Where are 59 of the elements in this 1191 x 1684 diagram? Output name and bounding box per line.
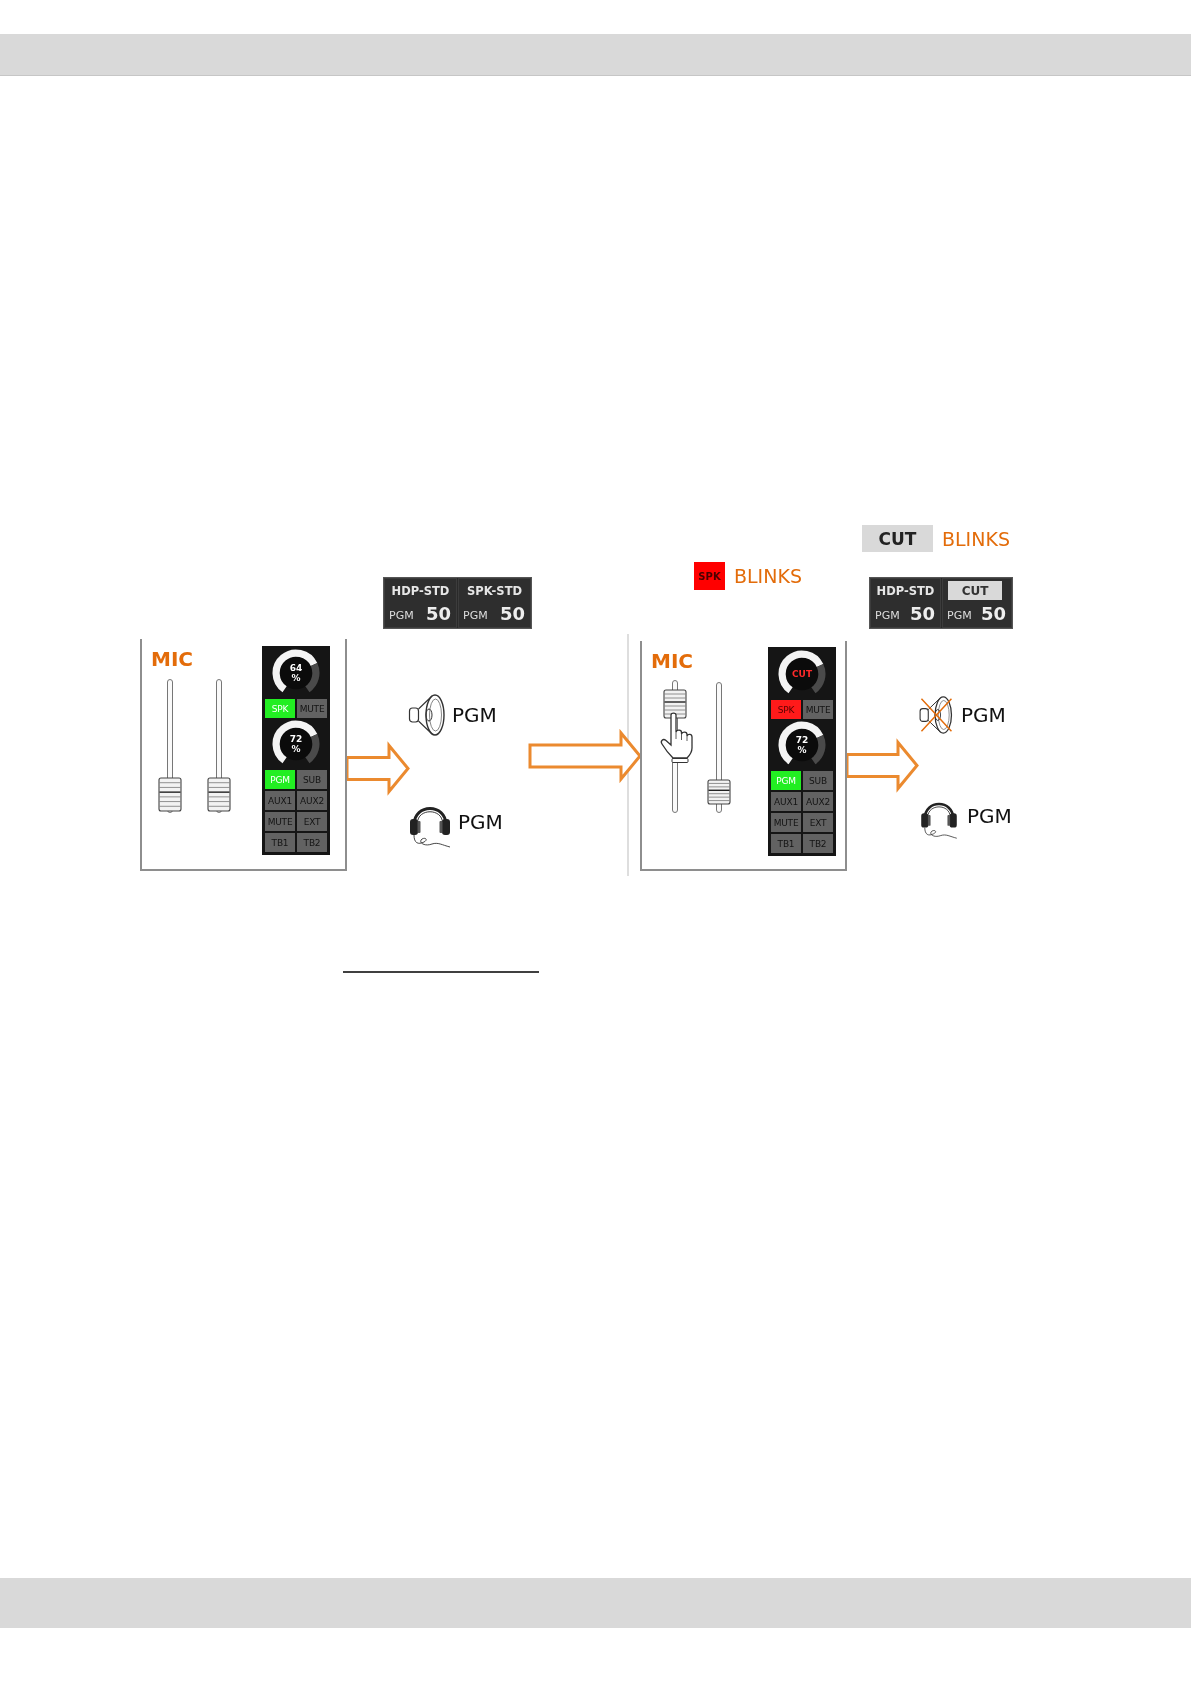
bus-label: PGM xyxy=(389,609,414,622)
status-indicator: SPK xyxy=(694,562,725,590)
channel-name: HDP-STD xyxy=(875,584,936,598)
mic-panel xyxy=(640,641,847,871)
toggle-button: AUX1 xyxy=(771,792,801,811)
output-label: PGM xyxy=(458,810,503,834)
bus-label: PGM xyxy=(875,609,900,622)
bus-label: PGM xyxy=(947,609,972,622)
knob-value: 72 % xyxy=(795,735,809,755)
block-arrow xyxy=(845,738,919,793)
display-cell xyxy=(458,578,531,628)
toggle-button: AUX1 xyxy=(265,791,295,810)
toggle-button: TB1 xyxy=(265,833,295,852)
toggle-button: EXT xyxy=(297,812,327,831)
output-label: PGM xyxy=(961,703,1006,727)
toggle-button: AUX2 xyxy=(803,792,833,811)
toggle-button: AUX2 xyxy=(297,791,327,810)
channel-strip xyxy=(768,647,836,856)
level-value: 50 xyxy=(425,604,451,624)
level-display xyxy=(869,577,1013,629)
panel-title: MIC xyxy=(651,649,694,673)
toggle-button: EXT xyxy=(803,813,833,832)
toggle-button: PGM xyxy=(265,770,295,789)
level-value: 50 xyxy=(980,604,1006,624)
toggle-button: TB2 xyxy=(803,834,833,853)
toggle-button: MUTE xyxy=(265,812,295,831)
knob-value: CUT xyxy=(791,669,813,679)
channel-strip xyxy=(262,646,330,855)
display-cell xyxy=(870,578,941,628)
toggle-button: TB2 xyxy=(297,833,327,852)
toggle-button: TB1 xyxy=(771,834,801,853)
knob-value: 72 % xyxy=(289,734,303,754)
toggle-button: MUTE xyxy=(297,699,327,718)
panel-title: MIC xyxy=(151,647,194,671)
level-value: 50 xyxy=(909,604,935,624)
block-arrow xyxy=(528,728,642,784)
status-note: BLINKS xyxy=(942,526,1010,551)
mic-panel xyxy=(140,639,347,871)
channel-name: HDP-STD xyxy=(390,584,451,598)
output-label: PGM xyxy=(452,703,497,727)
toggle-button: MUTE xyxy=(803,700,833,719)
status-indicator: CUT xyxy=(862,525,933,552)
toggle-button: SUB xyxy=(803,771,833,790)
display-cell xyxy=(942,578,1012,628)
toggle-button: PGM xyxy=(771,771,801,790)
toggle-button: SUB xyxy=(297,770,327,789)
toggle-button: SPK xyxy=(771,700,801,719)
level-value: 50 xyxy=(499,604,525,624)
level-display xyxy=(383,577,532,629)
toggle-button: SPK xyxy=(265,699,295,718)
output-label: PGM xyxy=(967,804,1012,828)
bus-label: PGM xyxy=(463,609,488,622)
knob-value: 64 % xyxy=(289,663,303,683)
display-cell xyxy=(384,578,457,628)
status-note: BLINKS xyxy=(734,564,802,588)
channel-name: SPK-STD xyxy=(465,584,524,598)
toggle-button: MUTE xyxy=(771,813,801,832)
block-arrow xyxy=(345,741,410,796)
status-indicator: CUT xyxy=(948,581,1002,600)
